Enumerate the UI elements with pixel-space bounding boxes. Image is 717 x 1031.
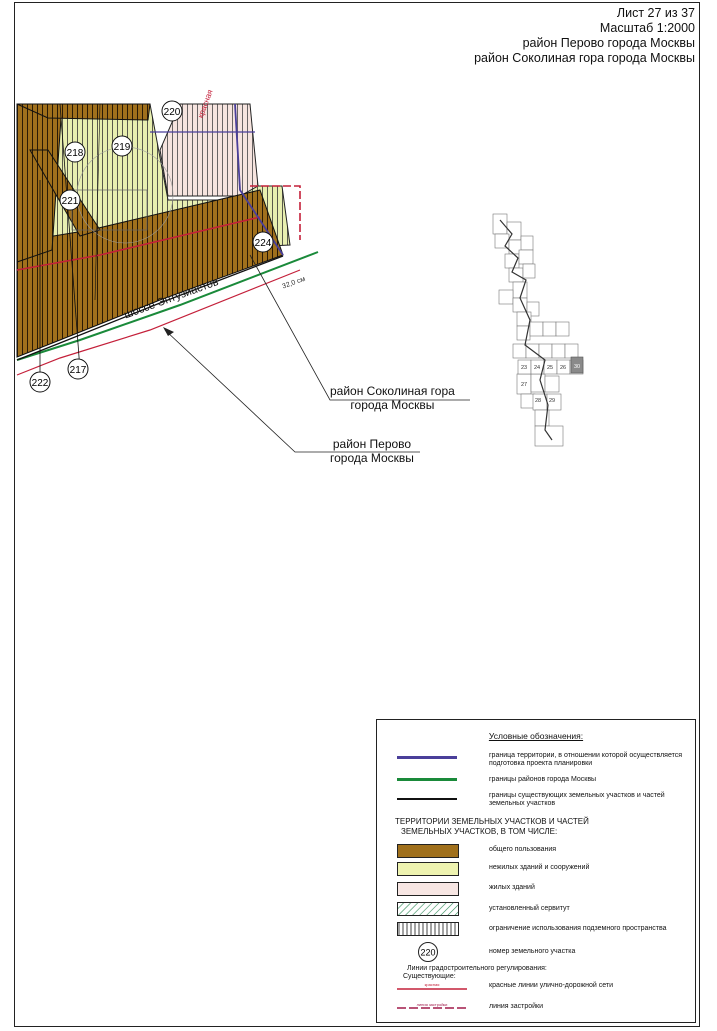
legend-swatch: [397, 844, 459, 858]
parcel-label-221: 221: [59, 189, 81, 211]
district-boundary: [16, 251, 319, 361]
district-label-perovo: район Перово города Москвы: [330, 437, 414, 465]
svg-text:218: 218: [67, 148, 84, 159]
legend-swatch: [397, 798, 457, 800]
legend-swatch: красная: [397, 982, 467, 990]
svg-text:220: 220: [420, 948, 435, 958]
svg-text:28: 28: [535, 398, 541, 404]
red-line: [16, 216, 261, 271]
pointer-perovo: [164, 329, 420, 453]
parcel-boundary: [16, 255, 284, 361]
parcel-label-224: 224: [252, 231, 274, 253]
svg-text:23: 23: [521, 365, 527, 371]
road-width-label: 32,0 см: [281, 276, 306, 291]
district-sokolinaya-title: район Соколиная гора города Москвы: [474, 51, 695, 65]
legend-title: Условные обозначения:: [488, 731, 584, 741]
legend-swatch: [397, 922, 459, 936]
red-line-2: [250, 185, 301, 240]
svg-text:221: 221: [62, 196, 79, 207]
sheet-number: Лист 27 из 37: [616, 6, 695, 20]
parcel-boundary-4: [94, 103, 101, 301]
parcel-boundary-2: [59, 103, 81, 371]
legend-swatch: [397, 882, 459, 896]
parcel-label-222: 222: [29, 371, 51, 393]
legend-subtitle: ТЕРРИТОРИИ ЗЕМЕЛЬНЫХ УЧАСТКОВ И ЧАСТЕЙ З…: [395, 817, 589, 836]
sheet-frame: [14, 2, 700, 1027]
svg-text:27: 27: [521, 382, 527, 388]
legend-swatch: [397, 862, 459, 876]
svg-text:красная: красная: [425, 982, 440, 987]
legend-swatch: [397, 778, 457, 781]
index-map-numbers: 27 23 24 25 26 30 28 29: [517, 356, 584, 404]
svg-text:217: 217: [70, 365, 87, 376]
index-map-route: [499, 219, 553, 441]
svg-text:30: 30: [574, 364, 580, 370]
legend-lines-title: Линии градостроительного регулирования: …: [403, 965, 547, 980]
svg-text:25: 25: [547, 365, 553, 371]
parcel-label-220: 220: [161, 100, 183, 122]
svg-text:219: 219: [114, 142, 131, 153]
legend: Условные обозначения: граница территории…: [376, 719, 696, 1023]
legend-swatch: 220: [418, 942, 438, 962]
legend-swatch: [397, 902, 459, 916]
sheet-header: Лист 27 из 37 Масштаб 1:2000 район Перов…: [474, 6, 695, 66]
svg-text:220: 220: [164, 107, 181, 118]
svg-text:224: 224: [255, 238, 272, 249]
svg-text:линия застройки: линия застройки: [417, 1002, 448, 1007]
parcel-label-218: 218: [64, 141, 86, 163]
parcel-label-219: 219: [111, 135, 133, 157]
legend-swatch: [397, 756, 457, 759]
sheet-scale: Масштаб 1:2000: [599, 21, 695, 35]
parcel-label-217: 217: [67, 358, 89, 380]
red-line-3: [16, 269, 301, 376]
zone-public-use-strip2: [16, 103, 151, 121]
legend-swatch: линия застройки: [397, 1002, 467, 1009]
svg-text:26: 26: [560, 365, 566, 371]
district-perovo-title: район Перово города Москвы: [522, 36, 695, 50]
pointer-sokolinaya: [249, 254, 470, 401]
district-label-sokolinaya: район Соколиная гора города Москвы: [330, 384, 455, 412]
svg-text:29: 29: [549, 398, 555, 404]
index-map: [492, 213, 579, 447]
svg-text:24: 24: [534, 365, 540, 371]
zone-residential: [159, 103, 259, 197]
pointer-arrow: [163, 327, 174, 336]
svg-text:222: 222: [32, 378, 49, 389]
